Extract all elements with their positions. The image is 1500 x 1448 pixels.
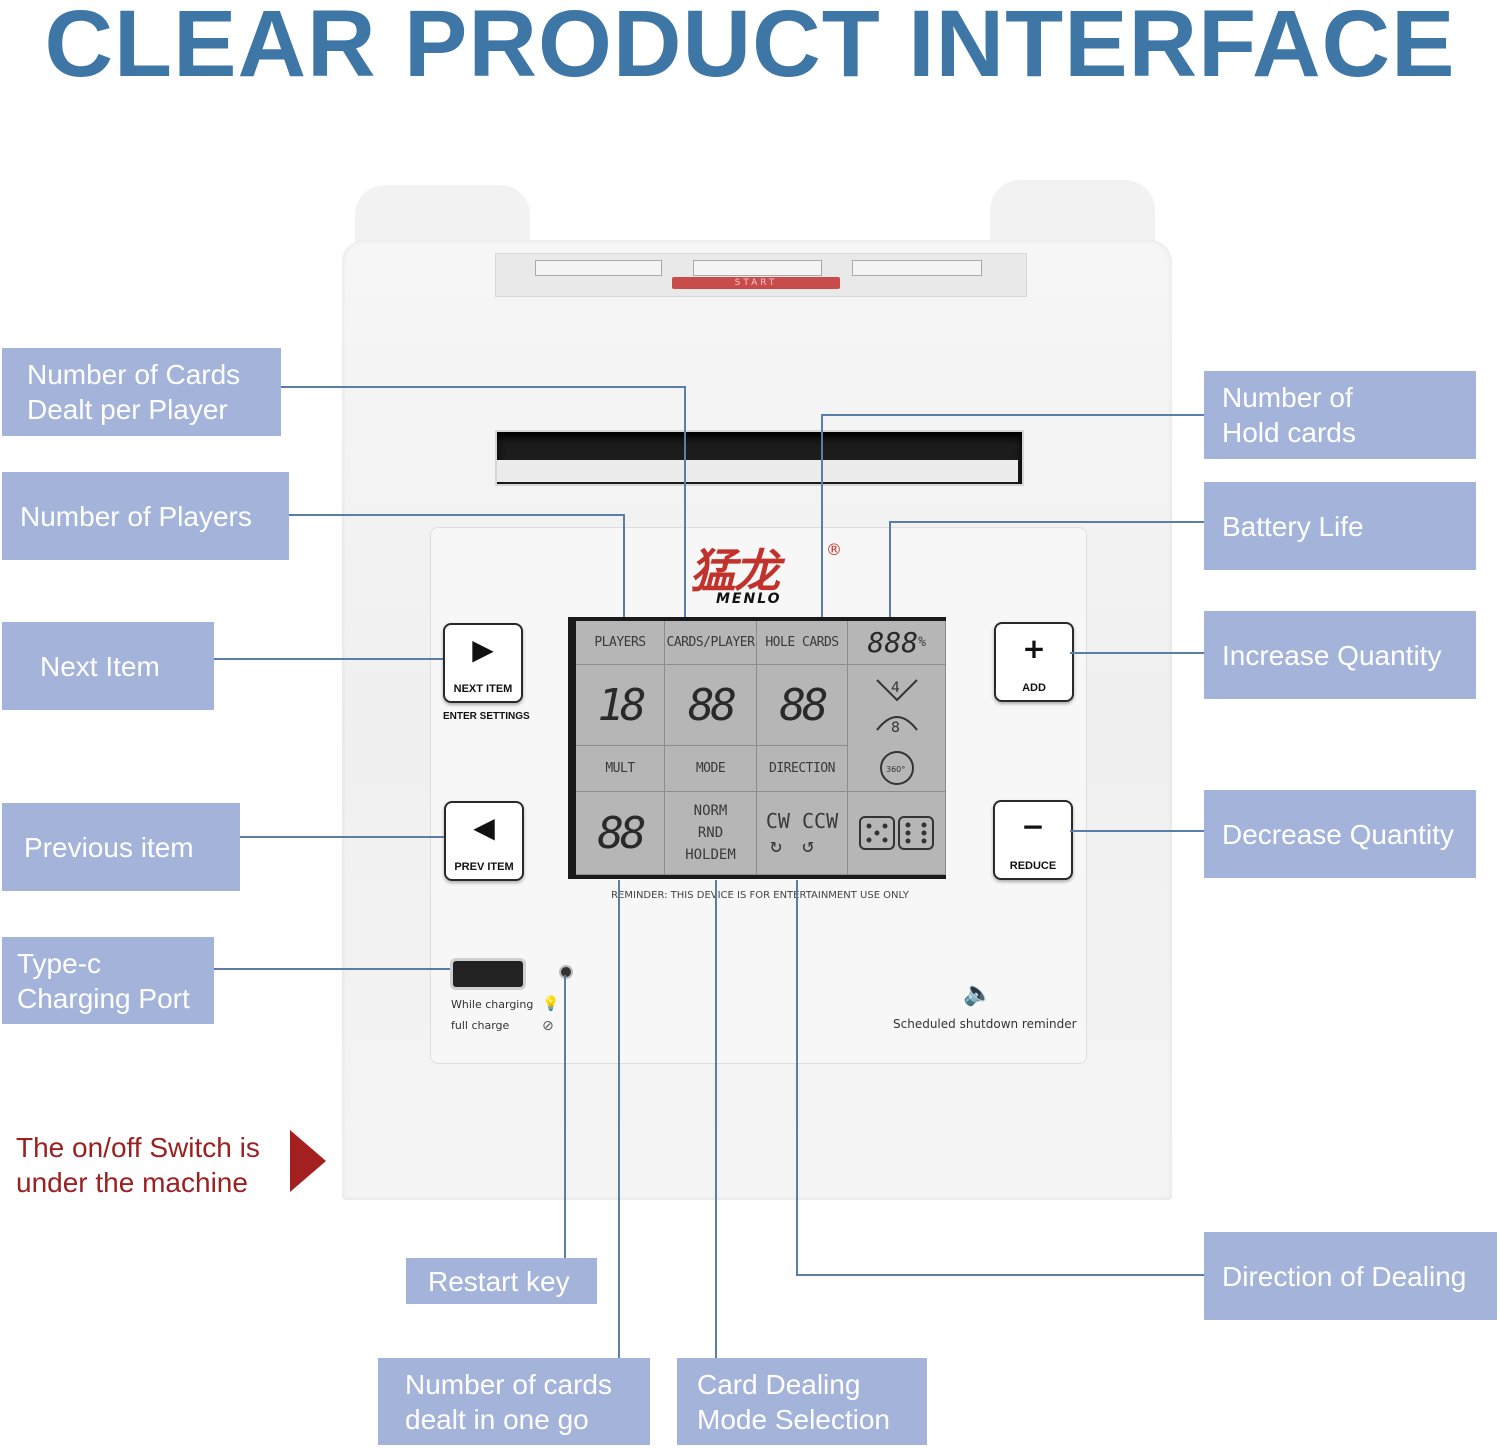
add-label: ADD	[1022, 682, 1046, 694]
line-hold-cards	[821, 414, 1204, 617]
lcd-battery-unit: %	[918, 635, 926, 650]
while-charging-text: While charging	[451, 998, 534, 1011]
line-players	[288, 514, 625, 617]
lcd-battery-value: 888	[867, 626, 919, 659]
callout-increase: Increase Quantity	[1204, 611, 1476, 699]
line-cards-per-player	[280, 386, 686, 617]
lcd-digits-hole-cards: 88	[757, 665, 848, 746]
callout-restart: Restart key	[406, 1258, 597, 1304]
prev-item-label: PREV ITEM	[454, 861, 514, 873]
callout-decrease: Decrease Quantity	[1204, 790, 1476, 878]
add-button[interactable]: + ADD	[994, 622, 1074, 702]
lcd-grid: PLAYERS CARDS/PLAYER HOLE CARDS 888 % 18…	[576, 621, 946, 875]
line-direction	[796, 880, 1204, 1276]
line-battery	[889, 521, 1204, 617]
lcd-angle-icons: 4 8 360°	[848, 665, 946, 792]
angle-icon-360: 360°	[886, 765, 905, 774]
angle-icon-4: 4	[891, 680, 900, 696]
entertainment-reminder: REMINDER: THIS DEVICE IS FOR ENTERTAINME…	[611, 890, 909, 901]
next-item-label: NEXT ITEM	[453, 683, 513, 695]
top-button-left[interactable]	[535, 260, 662, 276]
play-icon: ▶	[472, 633, 494, 666]
lcd-directions: CW CCW ↻↺	[757, 792, 848, 875]
mode-rnd: RND	[697, 825, 724, 841]
lcd-digits-cards-player: 88	[665, 665, 757, 746]
mode-norm: NORM	[693, 803, 728, 819]
lcd-digits-mult: 88	[576, 792, 665, 875]
callout-players: Number of Players	[2, 472, 289, 560]
callout-typec: Type-c Charging Port	[2, 937, 214, 1024]
enter-settings-label: ENTER SETTINGS	[443, 711, 530, 722]
lcd-label-players: PLAYERS	[576, 621, 665, 665]
card-slot-lip	[497, 460, 1018, 482]
lcd-label-cards-player: CARDS/PLAYER	[665, 621, 757, 665]
back-icon: ◀	[473, 811, 495, 844]
reduce-label: REDUCE	[1009, 860, 1057, 872]
bulb-off-icon: ⊘	[542, 1018, 554, 1034]
top-button-right[interactable]	[852, 260, 982, 276]
rotate-arrows-icon: ↻↺	[769, 833, 835, 857]
lcd-label-mult: MULT	[576, 746, 665, 792]
direction-cw: CW	[765, 809, 790, 833]
callout-battery: Battery Life	[1204, 482, 1476, 570]
minus-icon: −	[1021, 810, 1045, 843]
callout-mode: Card Dealing Mode Selection	[677, 1358, 927, 1445]
top-button-middle[interactable]	[693, 260, 822, 276]
lcd-label-mode: MODE	[665, 746, 757, 792]
mode-holdem: HOLDEM	[685, 847, 736, 863]
plus-icon: +	[1022, 632, 1046, 665]
brand-logo-cn: 猛龙	[690, 544, 780, 598]
callout-cards-one-go: Number of cards dealt in one go	[378, 1358, 650, 1445]
pointer-triangle-icon	[290, 1130, 326, 1192]
lcd-label-hole-cards: HOLE CARDS	[757, 621, 848, 665]
reduce-button[interactable]: − REDUCE	[993, 800, 1073, 880]
start-button[interactable]: START	[672, 277, 840, 289]
type-c-port[interactable]	[450, 958, 526, 990]
angle-icon-8: 8	[891, 720, 900, 736]
dice-icon	[848, 792, 946, 875]
callout-direction: Direction of Dealing	[1204, 1232, 1497, 1320]
callout-prev-item: Previous item	[2, 803, 240, 891]
full-charge-text: full charge	[451, 1019, 510, 1032]
bulb-on-icon: 💡	[542, 996, 560, 1012]
direction-ccw: CCW	[802, 809, 839, 833]
callout-hold-cards: Number of Hold cards	[1204, 371, 1476, 459]
prev-item-button[interactable]: ◀ PREV ITEM	[444, 801, 524, 881]
lcd-battery: 888 %	[848, 621, 946, 665]
callout-cards-per-player: Number of Cards Dealt per Player	[2, 348, 281, 436]
switch-note: The on/off Switch is under the machine	[16, 1132, 260, 1198]
lcd-digits-players: 18	[576, 665, 665, 746]
brand-logo-en: MENLO	[716, 591, 782, 607]
lcd-label-direction: DIRECTION	[757, 746, 848, 792]
next-item-button[interactable]: ▶ NEXT ITEM	[443, 623, 523, 703]
lcd-modes: NORM RND HOLDEM	[665, 792, 757, 875]
callout-next-item: Next Item	[2, 622, 214, 710]
registered-mark: ®	[826, 540, 842, 559]
shutdown-reminder-text: Scheduled shutdown reminder	[893, 1017, 1077, 1031]
speaker-icon: 🔈	[963, 979, 993, 1007]
angle-icon: 4 8 360°	[875, 679, 918, 785]
page-title: CLEAR PRODUCT INTERFACE	[44, 0, 1456, 97]
